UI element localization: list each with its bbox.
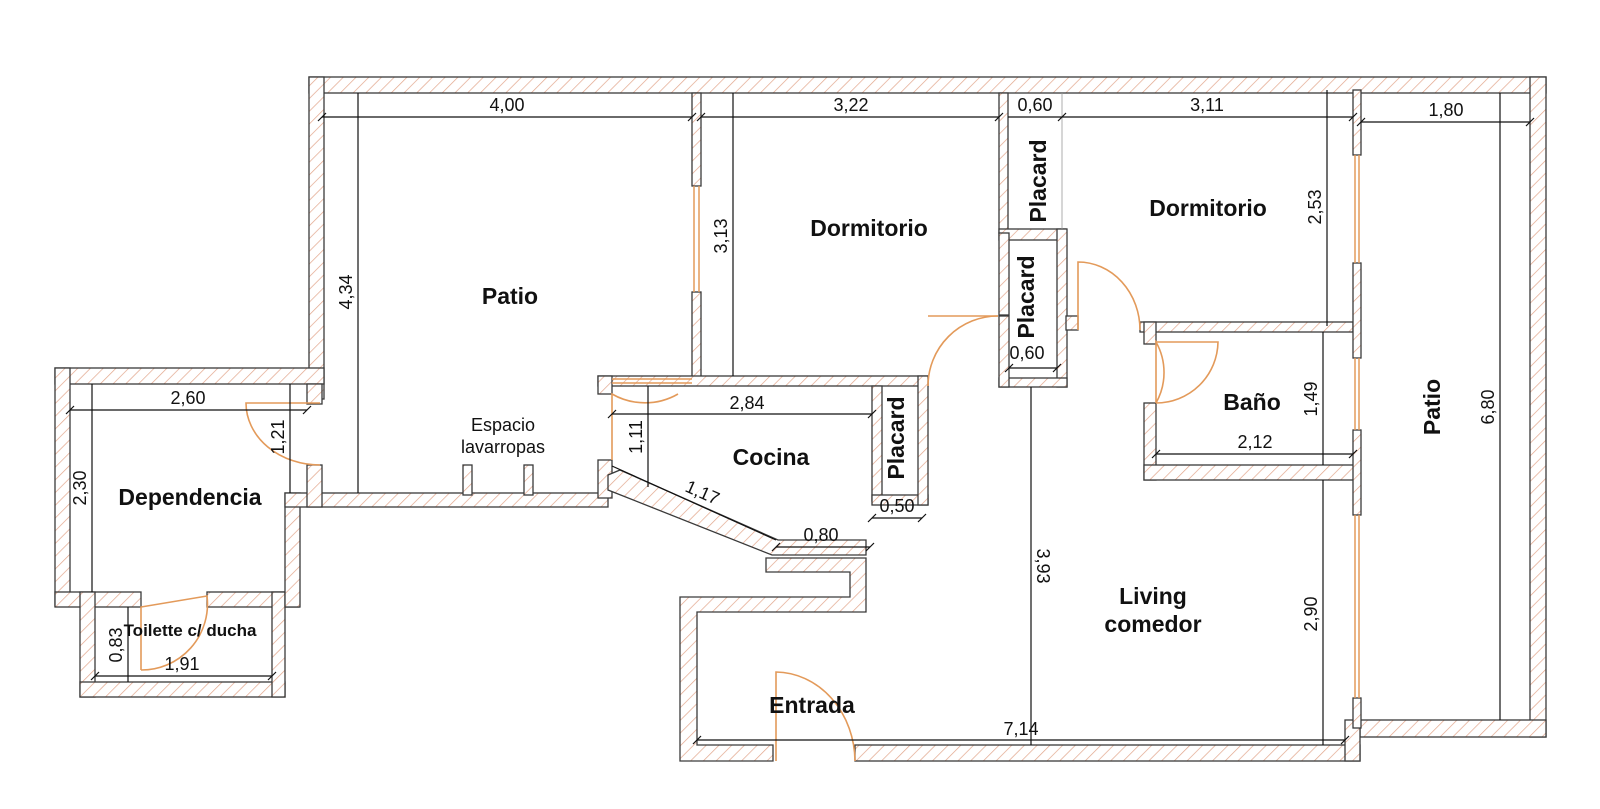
door-dormitorio-2 bbox=[1077, 261, 1141, 331]
wall-stub-1 bbox=[306, 383, 323, 405]
label-placard-1: Placard bbox=[1025, 139, 1051, 222]
dim-placard-mid-width: 0,60 bbox=[1009, 343, 1044, 363]
wall-dorm-part bbox=[998, 92, 1009, 234]
dim-cocina-height: 1,11 bbox=[626, 420, 646, 454]
dim-dependencia-height: 2,30 bbox=[70, 470, 90, 505]
wall-bano-stub bbox=[1143, 321, 1157, 345]
dim-placard-cocina-width: 0,50 bbox=[879, 496, 914, 516]
dim-living-height: 3,93 bbox=[1033, 548, 1053, 583]
wall-patio-part-2 bbox=[1352, 262, 1362, 359]
wall-toilet-left bbox=[79, 591, 96, 698]
label-espacio-2: lavarropas bbox=[461, 437, 545, 457]
door-cocina-patio bbox=[611, 392, 679, 460]
wall-bano-bottom bbox=[1143, 464, 1359, 481]
label-patio-right: Patio bbox=[1419, 379, 1445, 435]
dim-dorm1-height: 3,13 bbox=[711, 218, 731, 253]
door-toilette bbox=[140, 595, 209, 671]
wall-part-1 bbox=[691, 92, 702, 187]
wall-bottom bbox=[854, 744, 1361, 762]
wall-patio-part-4 bbox=[1352, 697, 1362, 729]
wall-dep-right bbox=[284, 492, 301, 608]
label-dormitorio-2: Dormitorio bbox=[1149, 195, 1267, 221]
wall-placard-left bbox=[998, 232, 1010, 316]
dim-patio-height: 4,34 bbox=[336, 274, 356, 309]
label-espacio-1: Espacio bbox=[471, 415, 535, 435]
wall-stub-2 bbox=[306, 464, 323, 508]
wall-dep-bottom-left bbox=[54, 591, 142, 608]
walls bbox=[54, 76, 1547, 762]
wall-placard-cocina-right bbox=[917, 375, 929, 506]
wall-patio-left bbox=[308, 76, 325, 400]
wall-patio-bottom bbox=[284, 492, 609, 508]
wall-lav-1 bbox=[462, 464, 473, 496]
wall-cocina-top bbox=[597, 375, 929, 387]
label-patio-left: Patio bbox=[482, 283, 538, 309]
wall-bano-top bbox=[1139, 321, 1354, 333]
label-dependencia: Dependencia bbox=[118, 484, 261, 510]
dim-dorm1-width: 3,22 bbox=[833, 95, 868, 115]
dim-toilette-height: 0,83 bbox=[106, 627, 126, 662]
label-toilette: Toilette c/ ducha bbox=[124, 621, 257, 640]
dim-passage-width: 1,21 bbox=[268, 419, 288, 454]
label-bano: Baño bbox=[1223, 389, 1281, 415]
dim-living-side: 2,90 bbox=[1301, 596, 1321, 631]
wall-right bbox=[1529, 76, 1547, 738]
dim-bano-width: 2,12 bbox=[1237, 432, 1272, 452]
dim-dorm2-width: 3,11 bbox=[1190, 95, 1224, 115]
wall-door-stub bbox=[1065, 315, 1079, 331]
label-living-2: comedor bbox=[1104, 611, 1201, 637]
wall-placard-left-2 bbox=[998, 315, 1010, 388]
wall-dep-left bbox=[54, 367, 71, 607]
dim-cocina-step: 0,80 bbox=[803, 525, 838, 545]
door-dormitorio-1 bbox=[927, 315, 999, 387]
door-bano-line bbox=[1155, 338, 1165, 404]
wall-toilet-bottom bbox=[79, 681, 286, 698]
dim-cocina-width: 2,84 bbox=[729, 393, 764, 413]
label-living-1: Living bbox=[1119, 583, 1187, 609]
wall-patio-bottom bbox=[1359, 719, 1547, 738]
door-dependencia bbox=[245, 402, 321, 466]
wall-lav-2 bbox=[523, 464, 534, 496]
windows bbox=[612, 155, 1360, 698]
wall-patio-part-3 bbox=[1352, 429, 1362, 516]
wall-entrada bbox=[679, 557, 867, 762]
dim-bano-height: 1,49 bbox=[1301, 381, 1321, 416]
wall-toilet-right bbox=[271, 591, 286, 698]
wall-dep-top bbox=[54, 367, 325, 385]
dim-dorm2-height: 2,53 bbox=[1305, 189, 1325, 224]
dimension-lines bbox=[65, 90, 1535, 745]
wall-placard-right bbox=[1056, 228, 1068, 388]
door-entrada bbox=[775, 671, 856, 762]
wall-cocina-stub bbox=[597, 375, 613, 395]
label-cocina: Cocina bbox=[733, 444, 810, 470]
doors bbox=[140, 261, 1219, 762]
dim-living-width: 7,14 bbox=[1003, 719, 1038, 739]
dim-toilette-width: 1,91 bbox=[164, 654, 199, 674]
wall-placard-cocina-left bbox=[871, 385, 883, 502]
dim-patio-right-width: 1,80 bbox=[1428, 100, 1463, 120]
wall-part-2 bbox=[691, 291, 702, 385]
label-placard-2: Placard bbox=[1013, 255, 1039, 338]
label-placard-3: Placard bbox=[883, 396, 909, 479]
door-bano bbox=[1155, 341, 1219, 404]
dim-patio-width: 4,00 bbox=[489, 95, 524, 115]
label-entrada: Entrada bbox=[769, 692, 855, 718]
dim-patio-right-height: 6,80 bbox=[1478, 389, 1498, 424]
dim-placard-top-width: 0,60 bbox=[1017, 95, 1052, 115]
label-dormitorio-1: Dormitorio bbox=[810, 215, 928, 241]
dim-dependencia-width: 2,60 bbox=[170, 388, 205, 408]
